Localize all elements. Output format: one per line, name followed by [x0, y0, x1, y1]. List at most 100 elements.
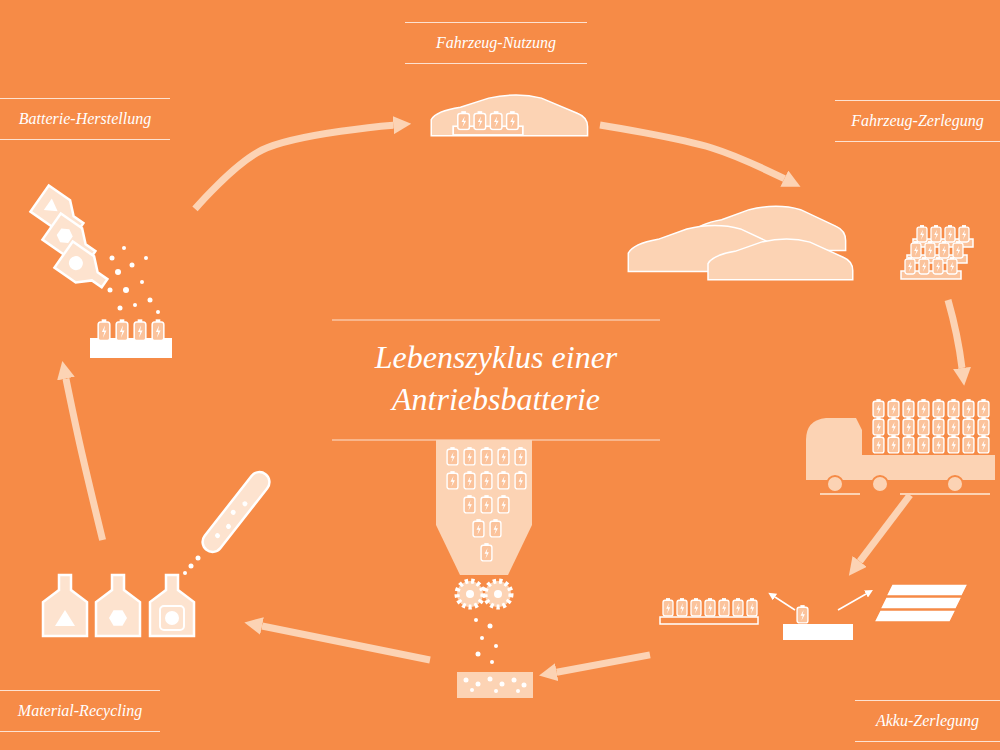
housing-plates — [886, 584, 968, 596]
transport-truck — [947, 476, 963, 492]
material-particles — [123, 287, 129, 293]
shredded-particles — [476, 652, 481, 657]
flow-arrow — [948, 300, 962, 368]
particle-tray-content — [522, 683, 527, 688]
shredder-gears — [466, 590, 474, 598]
housing-plates — [874, 610, 956, 622]
particle-tray-content — [500, 682, 505, 687]
material-particles — [148, 298, 153, 303]
material-particles — [140, 280, 144, 284]
housing-plates — [874, 584, 968, 622]
shredder-cells — [498, 471, 509, 489]
stage-region: Material-Recycling — [0, 540, 540, 745]
material-bottle — [150, 575, 194, 636]
material-recycling-illustration — [43, 468, 273, 636]
truck-load — [888, 435, 899, 453]
flow-arrow — [262, 626, 430, 660]
material-flask — [54, 241, 113, 296]
material-bottle — [55, 610, 75, 626]
truck-load — [903, 435, 914, 453]
particle-tray-content — [464, 677, 527, 694]
shredder-cells — [498, 447, 509, 465]
stage-label: Batterie-Herstellung — [0, 98, 170, 140]
material-particles — [144, 256, 148, 260]
truck-load — [933, 417, 944, 435]
pouring-particles — [183, 571, 187, 575]
vehicle-use-illustration — [431, 95, 587, 136]
pouring-particles — [196, 556, 201, 561]
shredder-cells — [481, 543, 492, 561]
particle-tray-content — [494, 689, 498, 693]
process-arrow — [195, 125, 393, 209]
particle-tray-content — [464, 678, 469, 683]
particle-tray-content — [516, 689, 520, 693]
battery-module — [783, 624, 853, 640]
shredder-gears — [457, 581, 511, 607]
stage-label: Akku-Zerlegung — [855, 700, 1000, 742]
test-tube — [214, 532, 221, 539]
particle-tray-content — [512, 678, 517, 683]
transport-truck — [806, 418, 862, 480]
cell-row — [677, 598, 687, 616]
process-arrow — [557, 655, 650, 672]
test-tube — [225, 523, 232, 530]
truck-load — [903, 399, 914, 417]
battery-tray — [98, 319, 110, 340]
truck-load — [918, 399, 929, 417]
shredder-cells — [473, 519, 484, 537]
battery-module — [797, 605, 808, 623]
test-tube — [199, 468, 274, 556]
material-particles — [130, 263, 135, 268]
material-particles — [108, 246, 161, 314]
process-arrow — [600, 125, 784, 179]
transport-truck — [827, 476, 843, 492]
truck-load — [933, 435, 944, 453]
shredder-cells — [447, 447, 458, 465]
material-particles — [133, 303, 137, 307]
shredded-particles — [474, 618, 478, 622]
cell-row — [660, 598, 758, 624]
truck-load — [948, 399, 959, 417]
truck-load — [918, 417, 929, 435]
battery-tray — [134, 319, 146, 340]
material-particles — [110, 256, 115, 261]
shredder-illustration — [457, 672, 533, 698]
truck-load — [918, 435, 929, 453]
stage-label: Fahrzeug-Zerlegung — [835, 100, 1000, 142]
truck-load — [948, 435, 959, 453]
particle-tray-content — [488, 677, 493, 682]
cell-row — [719, 598, 729, 616]
transport-truck — [860, 455, 995, 477]
flow-arrow — [262, 626, 430, 660]
cell-row — [660, 617, 758, 624]
particle-tray-content — [476, 682, 481, 687]
material-bottle — [96, 575, 140, 636]
vehicle-use-illustration — [453, 111, 523, 135]
stage-region: Batterie-Herstellung — [0, 98, 195, 362]
cell-row — [705, 598, 715, 616]
shredder-cells — [481, 447, 492, 465]
shredder-cells — [490, 519, 501, 537]
manufacturing-illustration — [30, 185, 172, 358]
shredded-particles — [488, 624, 493, 629]
shredder-illustration — [436, 440, 533, 698]
truck-load — [963, 399, 974, 417]
stage-region: Akku-Zerlegung — [650, 575, 1000, 745]
vehicle-dismantling-illustration — [628, 206, 973, 279]
truck-load — [978, 399, 989, 417]
transport-truck — [872, 476, 888, 492]
truck-load — [873, 399, 989, 453]
vehicle-use-illustration — [431, 95, 587, 136]
truck-load — [903, 417, 914, 435]
shredder-cells — [481, 471, 492, 489]
process-arrow — [66, 379, 103, 540]
title-rules — [332, 320, 660, 321]
housing-plates — [880, 597, 962, 609]
split-arrows — [775, 594, 866, 610]
battery-tray — [90, 319, 172, 358]
cell-row — [663, 598, 673, 616]
truck-load — [978, 417, 989, 435]
shredder-gears — [485, 581, 511, 607]
